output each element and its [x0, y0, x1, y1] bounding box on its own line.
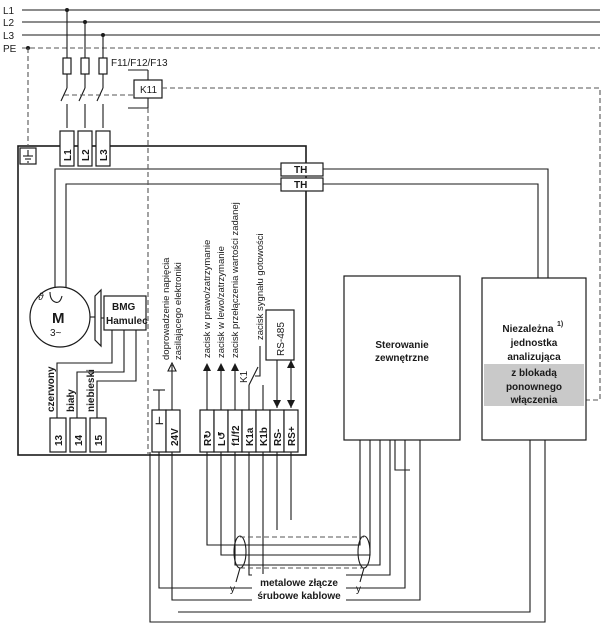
motor-letter: M: [52, 310, 65, 327]
unit-line-3: analizująca: [507, 352, 561, 363]
external-control: Sterowanie zewnętrzne: [343, 275, 461, 441]
bmg-box: [103, 295, 147, 331]
cable-note: metalowe złącze śrubowe kablowe: [252, 574, 346, 604]
fuses-label: F11/F12/F13: [111, 58, 168, 69]
terminal-k1b-label: K1b: [259, 427, 270, 446]
unit-line-4: z blokadą: [511, 368, 557, 379]
brake-coil: [94, 288, 102, 348]
terminal-13-label: 13: [54, 434, 65, 446]
external-control-title-2: zewnętrzne: [375, 353, 429, 364]
terminal-l-label: L↺: [217, 432, 228, 447]
terminal-15: [89, 417, 107, 453]
wire-color-white: biały: [66, 389, 77, 412]
external-control-box: [343, 275, 461, 441]
brake-controller: BMG Hamulec czerwony biały niebieski 13 …: [46, 295, 148, 453]
shield-marker-left: y: [230, 584, 235, 595]
terminal-24v: [165, 409, 181, 453]
cable-note-line-2: śrubowe kablowe: [257, 591, 341, 602]
terminal-f1f2-label: f1/f2: [231, 425, 242, 446]
line-l2-label: L2: [3, 18, 15, 29]
terminal-15-label: 15: [94, 434, 105, 446]
terminal-l2-label: L2: [81, 149, 92, 161]
th-label-2: TH: [294, 180, 307, 191]
desc-right-stop: zacisk w prawo/zatrzymanie: [202, 240, 213, 358]
cable-gland-right: [357, 535, 371, 569]
supply-24v: ⊥ 24V doprowadzenie napięcia zasilająceg…: [151, 257, 184, 453]
ground-icon: [19, 147, 37, 165]
supply-lines: L1 L2 L3 PE: [3, 6, 600, 55]
line-l1-label: L1: [3, 6, 15, 17]
terminal-l2: [77, 130, 93, 167]
unit-line-5: ponownego: [506, 382, 562, 393]
motor: ϑ M 3~: [29, 286, 104, 348]
rs485-box: [265, 309, 295, 361]
desc-left-stop: zacisk w lewo/zatrzymanie: [216, 246, 227, 358]
terminal-14: [69, 417, 87, 453]
fuses-and-contactor: F11/F12/F13 K11: [60, 10, 601, 401]
wire-color-red: czerwony: [46, 366, 57, 412]
unit-line-1: Niezależna: [502, 324, 554, 335]
bmg-label: BMG: [112, 302, 136, 313]
line-terminals: L1 L2 L3: [59, 130, 111, 167]
supply-description-2: zasilającego elektroniki: [173, 262, 184, 360]
cable-gland-left: [233, 535, 247, 569]
rs485-label: RS-485: [276, 322, 287, 356]
unit-line-2: jednostka: [510, 338, 558, 349]
fuse-f12: [80, 57, 90, 75]
cable-runs: y y: [149, 440, 546, 623]
terminal-l1-label: L1: [63, 149, 74, 161]
terminal-24v-label: 24V: [170, 428, 181, 446]
line-pe-label: PE: [3, 44, 17, 55]
terminal-14-label: 14: [74, 434, 85, 446]
unit-line-6: włączenia: [510, 395, 558, 406]
contactor-label: K11: [140, 85, 157, 96]
gnd-symbol: ⊥: [155, 416, 164, 427]
lockout-highlight: [484, 364, 584, 406]
independent-unit: Niezależna 1) jednostka analizująca z bl…: [481, 277, 587, 441]
motor-theta: ϑ: [38, 292, 44, 303]
wire-color-blue: niebieski: [86, 369, 97, 412]
line-l3-label: L3: [3, 31, 15, 42]
fuse-f13: [98, 57, 108, 75]
hamulec-label: Hamulec: [106, 316, 148, 327]
motor-phase: 3~: [50, 328, 62, 339]
terminal-l1: [59, 130, 75, 167]
cable-note-line-1: metalowe złącze: [260, 578, 338, 589]
control-terminals: R↻ L↺ f1/f2 K1a K1b RS- RS+ K1 RS-485 za…: [199, 202, 299, 453]
unit-footnote: 1): [557, 321, 563, 328]
desc-setpoint-switch: zacisk przełączenia wartości zadanej: [230, 202, 241, 358]
terminal-rs-plus-label: RS+: [287, 426, 298, 446]
th-label-1: TH: [294, 165, 307, 176]
desc-ready-signal: zacisk sygnału gotowości: [255, 233, 266, 340]
supply-description-1: doprowadzenie napięcia: [161, 257, 172, 360]
terminal-l3: [95, 130, 111, 167]
terminal-r-label: R↻: [203, 430, 214, 446]
terminal-13: [49, 417, 67, 453]
relay-k1-label: K1: [239, 370, 250, 383]
terminal-rs-minus-label: RS-: [273, 429, 284, 446]
terminal-k1a-label: K1a: [245, 427, 256, 446]
shield-marker-right: y: [356, 584, 361, 595]
fuse-f11: [62, 57, 72, 75]
inverter-enclosure: [17, 145, 307, 456]
thermal-terminals: TH TH: [54, 162, 549, 295]
external-control-title-1: Sterowanie: [375, 340, 429, 351]
independent-unit-box: [481, 277, 587, 441]
terminal-l3-label: L3: [99, 149, 110, 161]
